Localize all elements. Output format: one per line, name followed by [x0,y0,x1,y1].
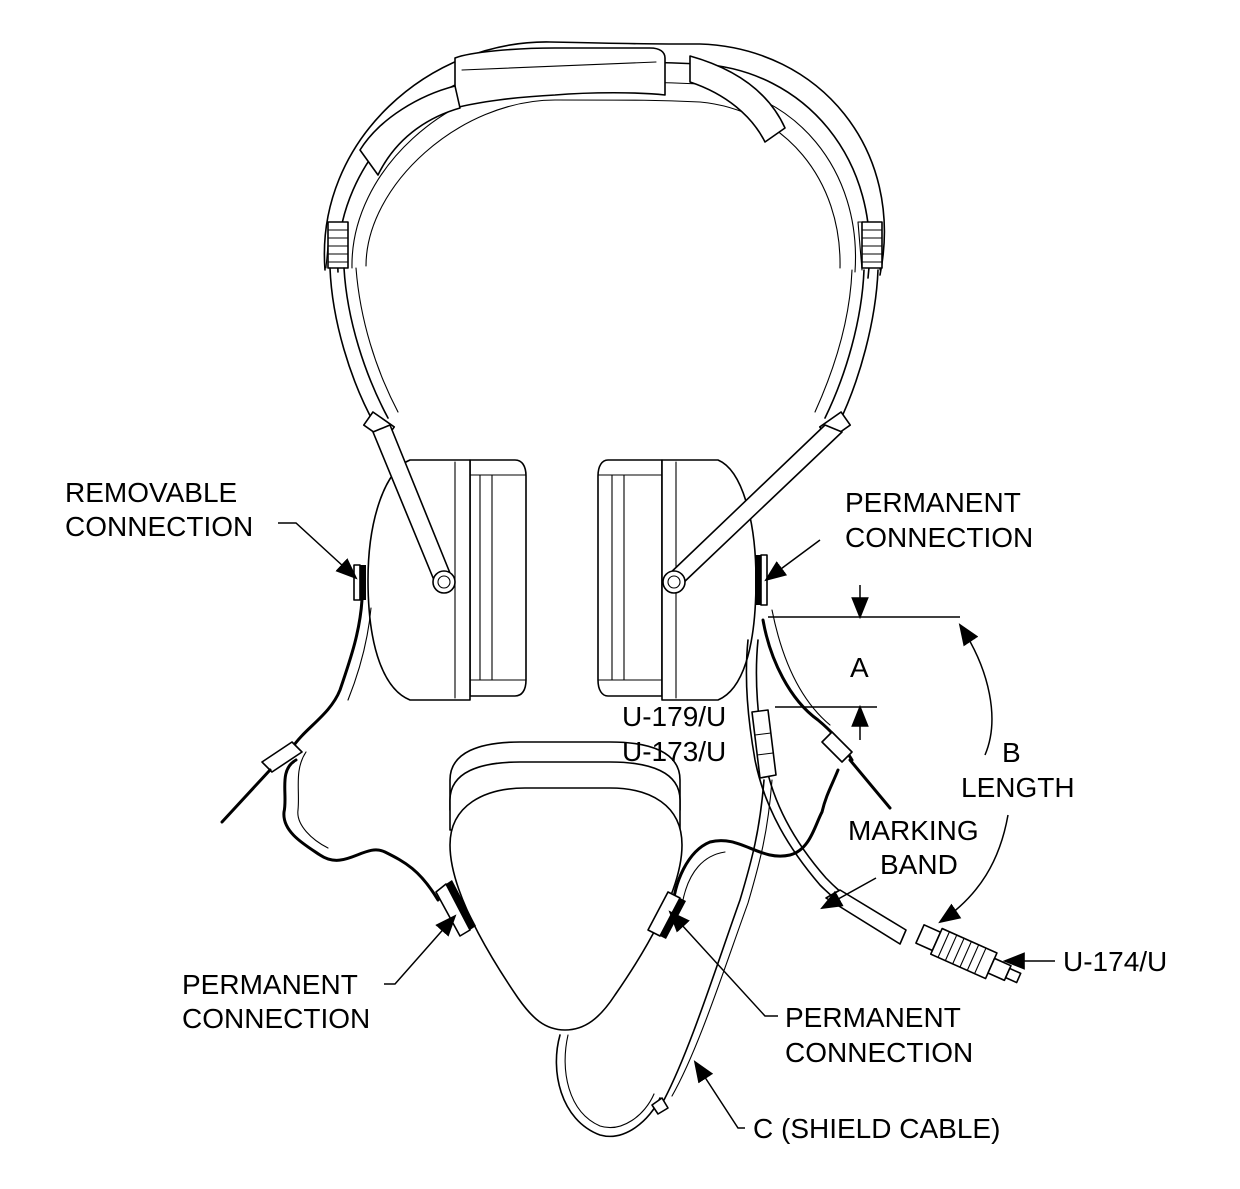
label-permanent-connection-top-right: PERMANENT CONNECTION [845,487,1033,553]
u174-plug [915,924,1022,984]
label-marking-band: MARKING BAND [848,815,979,880]
svg-text:CONNECTION: CONNECTION [65,511,253,542]
label-u174: U-174/U [1063,946,1167,977]
cables [220,598,1022,1138]
microphone-cup [449,741,683,1031]
label-dimension-a: A [850,652,869,683]
svg-text:LENGTH: LENGTH [961,772,1075,803]
svg-text:PERMANENT: PERMANENT [182,969,358,1000]
right-yoke [662,424,843,594]
svg-text:CONNECTION: CONNECTION [845,522,1033,553]
svg-text:CONNECTION: CONNECTION [785,1037,973,1068]
svg-text:MARKING: MARKING [848,815,979,846]
label-permanent-connection-lower-left: PERMANENT CONNECTION [182,969,370,1034]
label-shield-cable: C (SHIELD CABLE) [753,1113,1000,1144]
label-dimension-b: B LENGTH [961,737,1075,803]
svg-text:CONNECTION: CONNECTION [182,1003,370,1034]
label-u173: U-173/U [622,736,726,767]
left-earcup [367,459,527,701]
svg-text:PERMANENT: PERMANENT [785,1002,961,1033]
svg-text:REMOVABLE: REMOVABLE [65,477,237,508]
svg-text:B: B [1002,737,1021,768]
svg-text:BAND: BAND [880,849,958,880]
headband [323,41,886,441]
label-u179: U-179/U [622,701,726,732]
label-permanent-connection-lower-center: PERMANENT CONNECTION [785,1002,973,1068]
svg-text:PERMANENT: PERMANENT [845,487,1021,518]
left-yoke [372,424,456,594]
label-removable-connection: REMOVABLE CONNECTION [65,477,253,542]
leader-lines [278,522,1055,1129]
